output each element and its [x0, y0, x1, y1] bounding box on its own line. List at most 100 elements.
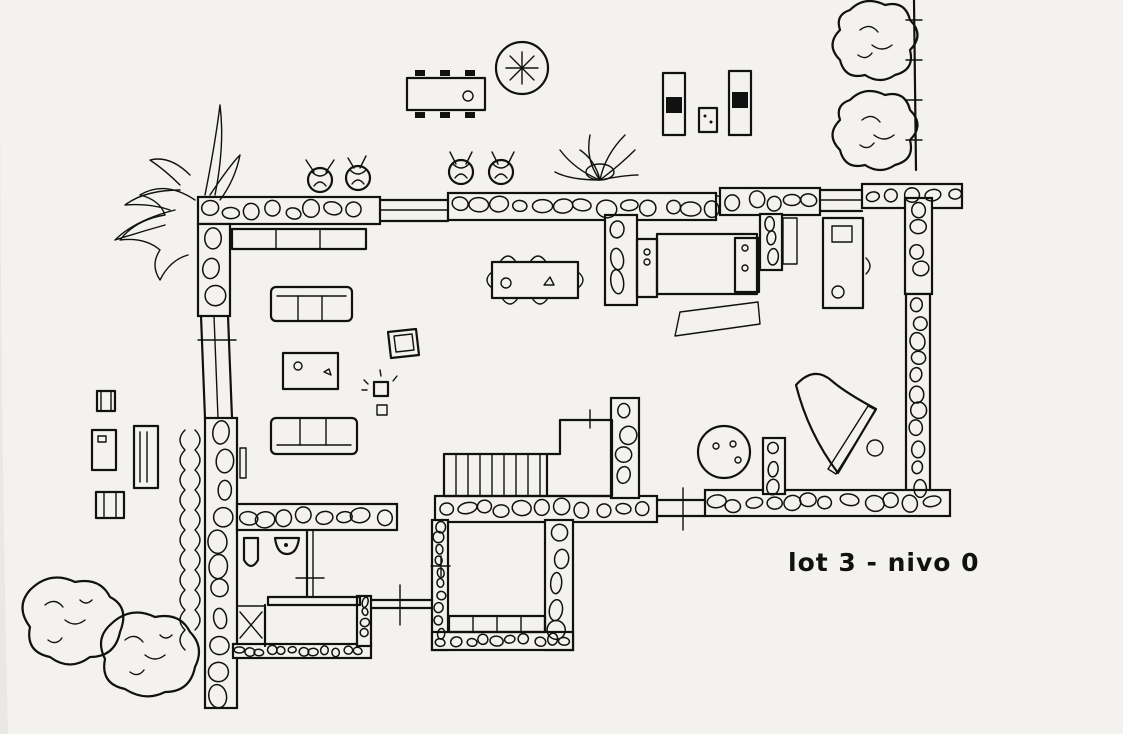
wall-stone [609, 269, 625, 295]
wall-stone [912, 316, 928, 332]
wall-stone [864, 494, 885, 513]
sink [273, 536, 301, 556]
wall-stone [799, 492, 817, 508]
desk [821, 216, 865, 310]
wall-stone [208, 683, 228, 709]
wall-stone [323, 200, 343, 216]
sun-loungers [661, 69, 753, 137]
wall-stone [609, 247, 625, 271]
wall-stone [619, 199, 639, 212]
wall-stone [557, 636, 571, 646]
wall-stone [488, 195, 510, 213]
plan-caption: lot 3 - nivo 0 [788, 548, 980, 577]
wall-stone [233, 646, 246, 654]
tv-cabinet [230, 227, 368, 251]
wall-stone [433, 615, 444, 626]
wall-kitchen-right [758, 212, 784, 272]
piano-stool [866, 439, 884, 457]
wall-stone [264, 199, 281, 217]
wall-stone [434, 637, 446, 648]
wall-stone [376, 509, 394, 527]
wall-stone [253, 648, 265, 657]
wall-stone [617, 402, 631, 419]
wall-stone [703, 200, 720, 219]
wall-stone [285, 207, 302, 220]
wall-stone [748, 190, 766, 209]
wall-stone [909, 218, 928, 235]
wall-stone [315, 510, 334, 526]
wall-stone [533, 498, 550, 517]
wall-stone [275, 509, 293, 528]
wall-stone [207, 661, 230, 683]
wall-stone [724, 498, 742, 514]
wall-stone [287, 645, 297, 654]
wall-stone [767, 460, 779, 478]
wall-stone [531, 198, 554, 214]
wall-stone [799, 193, 818, 208]
wall-stone [552, 497, 571, 516]
wall-stone [767, 247, 780, 266]
fridge [782, 217, 798, 265]
palm-plant-left [114, 104, 241, 281]
wall-stone [766, 441, 780, 455]
wall-stone [766, 478, 780, 496]
wall-stone [204, 284, 227, 307]
stove [361, 369, 398, 416]
wall-annex-right [543, 518, 575, 652]
wall-stone [616, 465, 632, 485]
wall-stone [596, 503, 612, 519]
shower [236, 605, 266, 645]
window-left [197, 314, 237, 420]
shrub-bottom-left [21, 576, 201, 698]
toilet [242, 536, 260, 568]
wall-stone [352, 646, 363, 656]
wall-stone [468, 196, 490, 213]
wall-stone [435, 543, 444, 555]
wall-right-upper [903, 196, 934, 296]
wall-stone [477, 633, 489, 646]
wall-stone [511, 199, 528, 213]
wall-top-left [196, 195, 382, 226]
wall-stone [436, 567, 445, 579]
wall-stone [434, 555, 443, 566]
wall-stone [294, 506, 312, 524]
wall-stone [307, 647, 319, 657]
wall-stone [911, 460, 924, 475]
door-lower [369, 584, 434, 626]
wall-stone [766, 496, 784, 510]
wall-stone [476, 499, 493, 514]
coffee-table [281, 351, 340, 391]
wall-stone [204, 227, 223, 250]
wall-stone [511, 499, 532, 517]
wall-stone [903, 187, 921, 203]
wall-stone [883, 188, 898, 203]
wall-stone [816, 495, 833, 510]
wall-stone [361, 607, 369, 617]
kitchen-island [655, 232, 759, 296]
wall-stone [212, 607, 228, 630]
kitchen-rug [674, 301, 761, 337]
round-table [696, 424, 752, 480]
flower-pot-2 [344, 155, 372, 192]
flower-pot-1 [305, 159, 335, 194]
terrace-table [405, 70, 487, 118]
wall-stone [436, 577, 445, 589]
wall-stone [436, 590, 447, 601]
plants [21, 0, 923, 698]
agave-plant [554, 134, 639, 181]
wall-stone [466, 637, 478, 648]
wall-stone [910, 440, 926, 459]
wall-stone [609, 220, 625, 239]
wall-stone [517, 632, 530, 645]
wall-stone [766, 230, 777, 246]
wall-stone [432, 530, 445, 544]
bathroom [236, 536, 301, 645]
wall-stone [489, 635, 504, 647]
garden-chairs-left [90, 389, 160, 520]
wall-stone [706, 494, 727, 509]
wall-stone [345, 201, 362, 218]
stone-texture [200, 187, 963, 709]
door-bottom [655, 487, 707, 531]
wall-stone [212, 420, 230, 445]
